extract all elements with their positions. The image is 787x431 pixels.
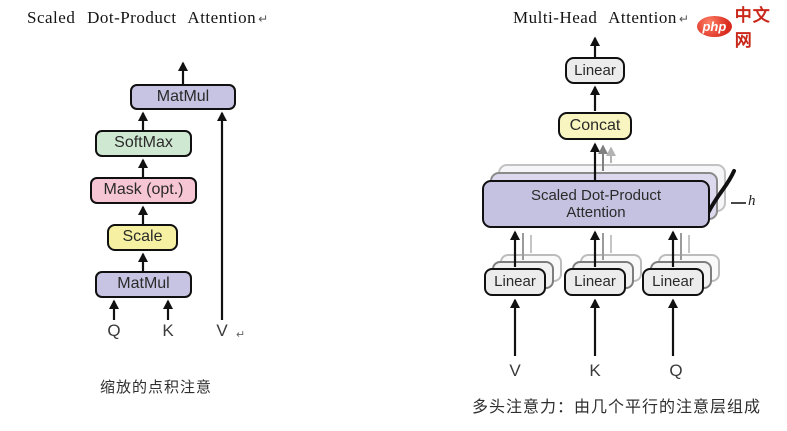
input-label-v-right: V bbox=[509, 361, 521, 380]
scaled-dot-product-attention-box: Scaled Dot-Product Attention bbox=[482, 180, 710, 228]
concat-label: Concat bbox=[569, 116, 621, 134]
input-label-k: K bbox=[162, 321, 174, 340]
left-caption: 缩放的点积注意 bbox=[100, 379, 213, 396]
linear-output-box: Linear bbox=[565, 57, 625, 84]
mask-box: Mask (opt.) bbox=[90, 177, 197, 204]
php-logo-icon: php bbox=[697, 15, 732, 37]
softmax-label: SoftMax bbox=[114, 134, 173, 152]
input-label-k-right: K bbox=[589, 361, 601, 380]
linear-v-box: Linear bbox=[484, 268, 546, 296]
input-label-q: Q bbox=[107, 321, 121, 340]
linear-v-label: Linear bbox=[494, 273, 536, 291]
input-label-q-right: Q bbox=[669, 361, 683, 380]
linear-k-box: Linear bbox=[564, 268, 626, 296]
linear-q-label: Linear bbox=[652, 273, 694, 291]
matmul-output-label: MatMul bbox=[156, 87, 210, 105]
php-chinese-site-logo: php 中文网 bbox=[697, 1, 787, 51]
sdpa-label-line2: Attention bbox=[566, 204, 626, 221]
left-diagram-title: Scaled Dot-Product Attention↵ bbox=[27, 8, 269, 28]
linear-k-label: Linear bbox=[574, 273, 616, 291]
right-diagram-title: Multi-Head Attention↵ bbox=[513, 8, 689, 28]
return-mark-icon: ↵ bbox=[236, 329, 246, 341]
left-title-text: Scaled Dot-Product Attention bbox=[27, 8, 257, 27]
heads-count-label: h bbox=[748, 193, 756, 209]
logo-site-name: 中文网 bbox=[734, 6, 771, 50]
return-mark-icon: ↵ bbox=[258, 12, 269, 26]
scale-label: Scale bbox=[122, 228, 163, 246]
right-title-text: Multi-Head Attention bbox=[513, 8, 677, 27]
right-caption: 多头注意力：由几个平行的注意层组成 bbox=[472, 399, 762, 416]
return-mark-icon: ↵ bbox=[678, 12, 690, 26]
scale-box: Scale bbox=[107, 224, 178, 251]
linear-q-box: Linear bbox=[642, 268, 704, 296]
softmax-box: SoftMax bbox=[95, 130, 192, 157]
sdpa-label-line1: Scaled Dot-Product bbox=[530, 186, 662, 204]
mask-label: Mask (opt.) bbox=[103, 181, 184, 199]
input-label-v: V bbox=[216, 321, 228, 340]
concat-box: Concat bbox=[558, 112, 632, 140]
matmul-output-box: MatMul bbox=[130, 84, 236, 110]
linear-output-label: Linear bbox=[574, 61, 616, 79]
matmul-qk-box: MatMul bbox=[95, 271, 192, 298]
matmul-qk-label: MatMul bbox=[117, 275, 170, 293]
